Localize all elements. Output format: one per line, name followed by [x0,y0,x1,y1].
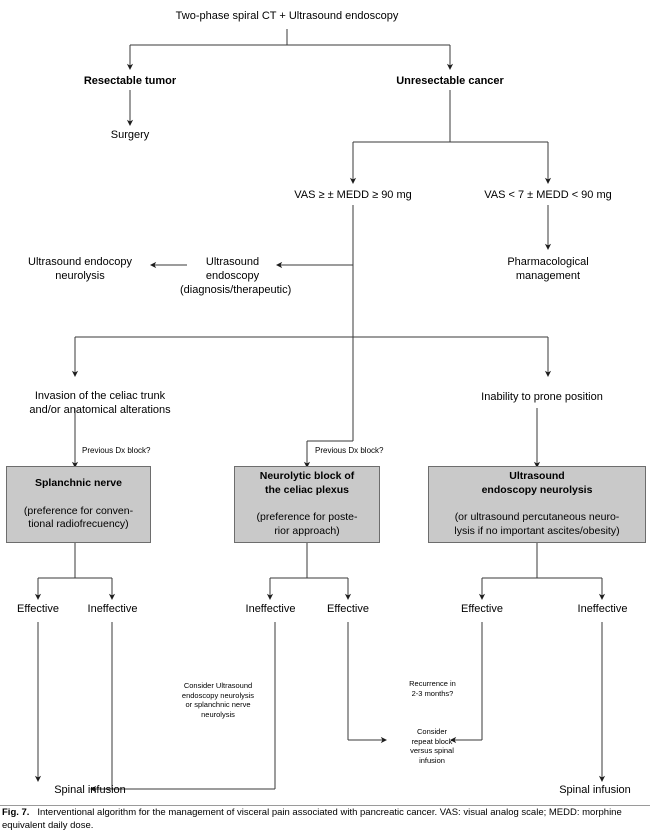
box-splanchnic-detail: (preference for conven- tional radiofrec… [23,504,134,531]
node-vas-low: VAS < 7 ± MEDD < 90 mg [484,189,612,201]
label-previous-dx-block-left: Previous Dx block? [82,446,151,455]
figure-number: Fig. 7. [2,807,30,819]
node-unresectable-cancer: Unresectable cancer [396,75,504,87]
node-pharmacological-management: Pharmacological management [507,256,589,283]
caption-divider [0,805,650,806]
node-spinal-infusion-right: Spinal infusion [559,784,631,796]
annotation-recurrence: Recurrence in 2-3 months? [409,679,456,698]
node-resectable-tumor: Resectable tumor [83,75,177,87]
label-previous-dx-block-mid: Previous Dx block? [315,446,384,455]
annotation-consider-repeat-block: Consider repeat block versus spinal infu… [410,727,454,765]
figure-caption-text: Interventional algorithm for the managem… [2,807,622,832]
outcome-mid-effective: Effective [327,603,369,615]
box-ultrasound-endoscopy-neurolysis[interactable]: Ultrasound endoscopy neurolysis (or ultr… [428,466,646,543]
outcome-right-ineffective: Ineffective [577,603,628,615]
node-inability-prone-position: Inability to prone position [481,391,603,403]
outcome-right-effective: Effective [461,603,503,615]
outcome-left-effective: Effective [17,603,59,615]
node-ultrasound-endoscopy-diagnostic: Ultrasound endoscopy (diagnosis/therapeu… [180,256,292,297]
box-neurolytic-detail: (preference for poste- rior approach) [256,511,358,537]
box-ultrasound-title: Ultrasound endoscopy neurolysis [481,470,593,497]
annotation-consider-ultrasound: Consider Ultrasound endoscopy neurolysis… [181,681,255,719]
box-neurolytic-celiac-plexus[interactable]: Neurolytic block of the celiac plexus (p… [234,466,380,543]
node-vas-high: VAS ≥ ± MEDD ≥ 90 mg [294,189,412,201]
figure-caption: Fig. 7. Interventional algorithm for the… [0,807,650,833]
box-splanchnic-title: Splanchnic nerve [35,477,122,490]
outcome-mid-ineffective: Ineffective [245,603,296,615]
outcome-left-ineffective: Ineffective [87,603,138,615]
node-surgery: Surgery [110,129,150,141]
node-ultrasound-endocopy-neurolysis: Ultrasound endocopy neurolysis [28,256,132,283]
box-ultrasound-detail: (or ultrasound percutaneous neuro- lysis… [454,511,620,537]
node-root: Two-phase spiral CT + Ultrasound endosco… [175,10,399,22]
node-spinal-infusion-left: Spinal infusion [54,784,126,796]
box-neurolytic-title: Neurolytic block of the celiac plexus [259,470,355,497]
node-invasion-celiac-trunk: Invasion of the celiac trunk and/or anat… [29,390,171,417]
box-splanchnic-nerve[interactable]: Splanchnic nerve (preference for conven-… [6,466,151,543]
